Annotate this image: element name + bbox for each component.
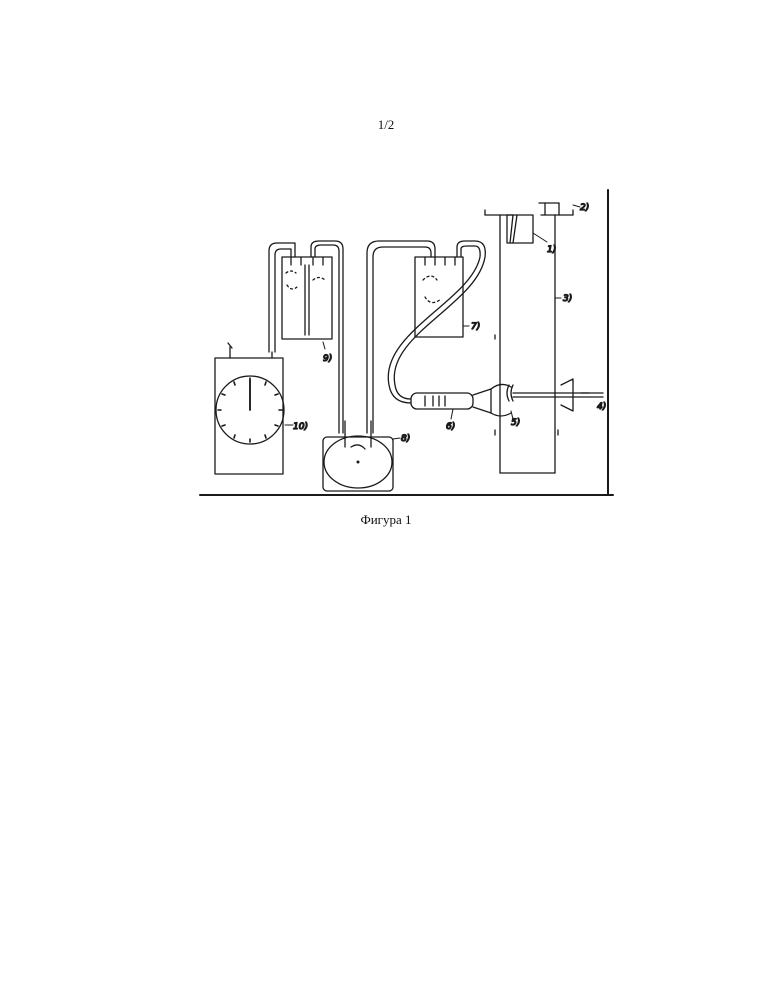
bottle-9 (282, 257, 332, 339)
probe-4 (513, 379, 603, 411)
device-10-meter (215, 343, 284, 474)
label-5: 5) (511, 418, 520, 428)
floor-and-wall (200, 190, 613, 495)
label-2: 2) (580, 203, 589, 213)
label-8: 8) (401, 434, 410, 444)
figure-caption: Фигура 1 (0, 512, 772, 528)
label-6: 6) (446, 422, 455, 432)
pump-8 (323, 421, 393, 491)
bottle-7 (415, 257, 463, 337)
sample-container-1 (507, 215, 533, 243)
sampling-tube-6 (411, 384, 511, 416)
label-10: 10) (293, 422, 308, 432)
port-5 (507, 385, 513, 401)
label-3: 3) (563, 294, 572, 304)
label-7: 7) (471, 322, 480, 332)
label-4: 4) (597, 402, 606, 412)
apparatus-drawing: 1) 2) 3) 4) 5) 6) 7) 8) 9) 10) (195, 185, 620, 505)
page-number: 1/2 (0, 117, 772, 133)
label-9: 9) (323, 354, 332, 364)
tube-9-to-8 (311, 241, 343, 433)
label-1: 1) (547, 245, 556, 255)
